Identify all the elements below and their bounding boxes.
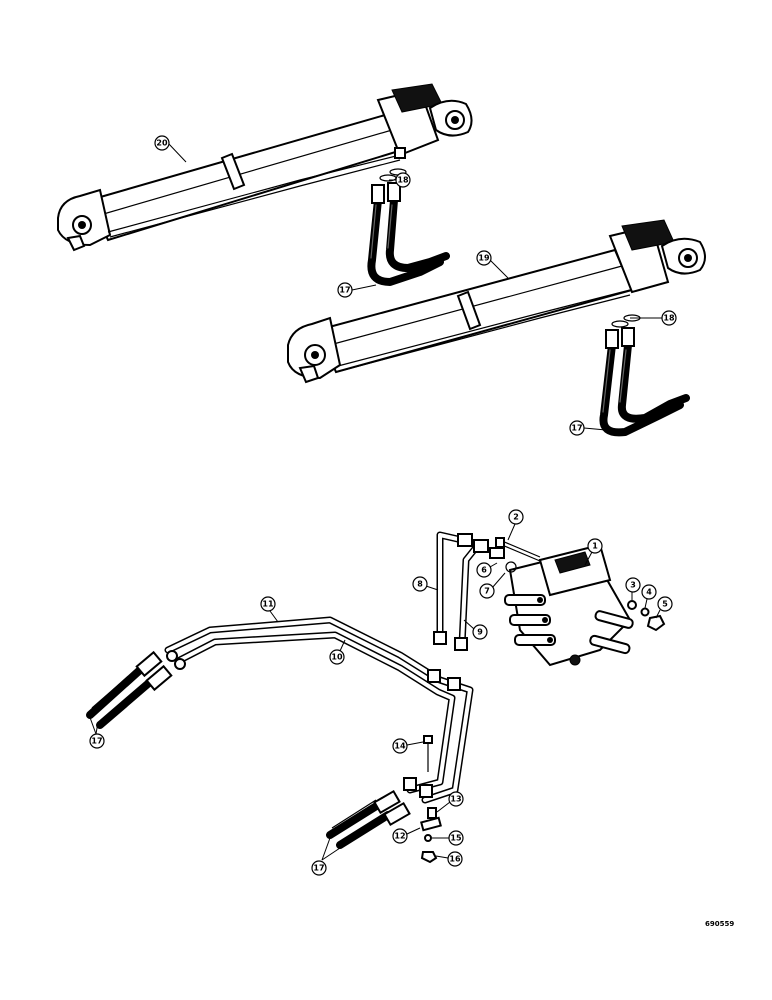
- callout-circle-15: [448, 830, 464, 846]
- callout-circle-2: [508, 509, 524, 525]
- callout-circle-9: [472, 624, 488, 640]
- callout-circle-19: [476, 250, 492, 266]
- callout-circle-16: [447, 851, 463, 867]
- callout-circle-17-left: [89, 733, 105, 749]
- callout-16: 16: [449, 855, 461, 864]
- callout-circle-1: [587, 538, 603, 554]
- callout-19: 19: [478, 254, 490, 263]
- callout-2: 2: [513, 513, 519, 522]
- callout-circle-17-mid: [569, 420, 585, 436]
- callout-4: 4: [646, 588, 652, 597]
- callout-14: 14: [394, 742, 406, 751]
- callout-9: 9: [477, 628, 483, 637]
- tubes-8-9: [433, 531, 489, 651]
- cylinder-19: [287, 219, 706, 384]
- hose-pair-17-top: [367, 168, 450, 286]
- callout-10: 10: [331, 653, 343, 662]
- small-fittings: [489, 537, 666, 632]
- callouts: 20 18 17 19 18 17 2 1 6: [87, 135, 677, 876]
- callout-8: 8: [417, 580, 423, 589]
- hose-pair-17-left: [86, 650, 186, 729]
- callout-18-top: 18: [397, 176, 409, 185]
- callout-circle-8: [412, 576, 428, 592]
- callout-circle-18-top: [395, 172, 411, 188]
- drawing-id: 690559: [705, 920, 734, 928]
- callout-circle-13: [448, 791, 464, 807]
- callout-circle-3: [625, 577, 641, 593]
- cylinder-20: [57, 83, 473, 252]
- callout-17-top: 17: [339, 286, 350, 295]
- callout-circle-11: [260, 596, 276, 612]
- callout-13: 13: [450, 795, 461, 804]
- callout-7: 7: [484, 587, 490, 596]
- callout-6: 6: [481, 566, 487, 575]
- callout-3: 3: [630, 581, 636, 590]
- callout-18-mid: 18: [663, 314, 675, 323]
- tubes-10-11: [164, 616, 474, 804]
- callout-circle-5: [657, 596, 673, 612]
- callout-circle-4: [641, 584, 657, 600]
- callout-circle-17-bottom: [311, 860, 327, 876]
- callout-17-mid: 17: [571, 424, 582, 433]
- callout-17-left: 17: [91, 737, 102, 746]
- callout-circle-17-top: [337, 282, 353, 298]
- callout-15: 15: [450, 834, 462, 843]
- callout-11: 11: [262, 600, 274, 609]
- callout-circle-14: [392, 738, 408, 754]
- callout-1: 1: [592, 542, 598, 551]
- callout-12: 12: [394, 832, 405, 841]
- callout-circle-18-mid: [661, 310, 677, 326]
- callout-20: 20: [156, 139, 168, 148]
- callout-5: 5: [662, 600, 668, 609]
- callout-circle-12: [392, 828, 408, 844]
- callout-circle-10: [329, 649, 345, 665]
- callout-circle-20: [154, 135, 170, 151]
- clamp-hardware: [420, 735, 442, 864]
- hose-pair-17-bottom: [326, 789, 411, 849]
- callout-circle-6: [476, 562, 492, 578]
- hose-pair-17-mid: [599, 314, 690, 437]
- callout-17-bottom: 17: [313, 864, 324, 873]
- control-valve-1: [504, 543, 634, 667]
- callout-circle-7: [479, 583, 495, 599]
